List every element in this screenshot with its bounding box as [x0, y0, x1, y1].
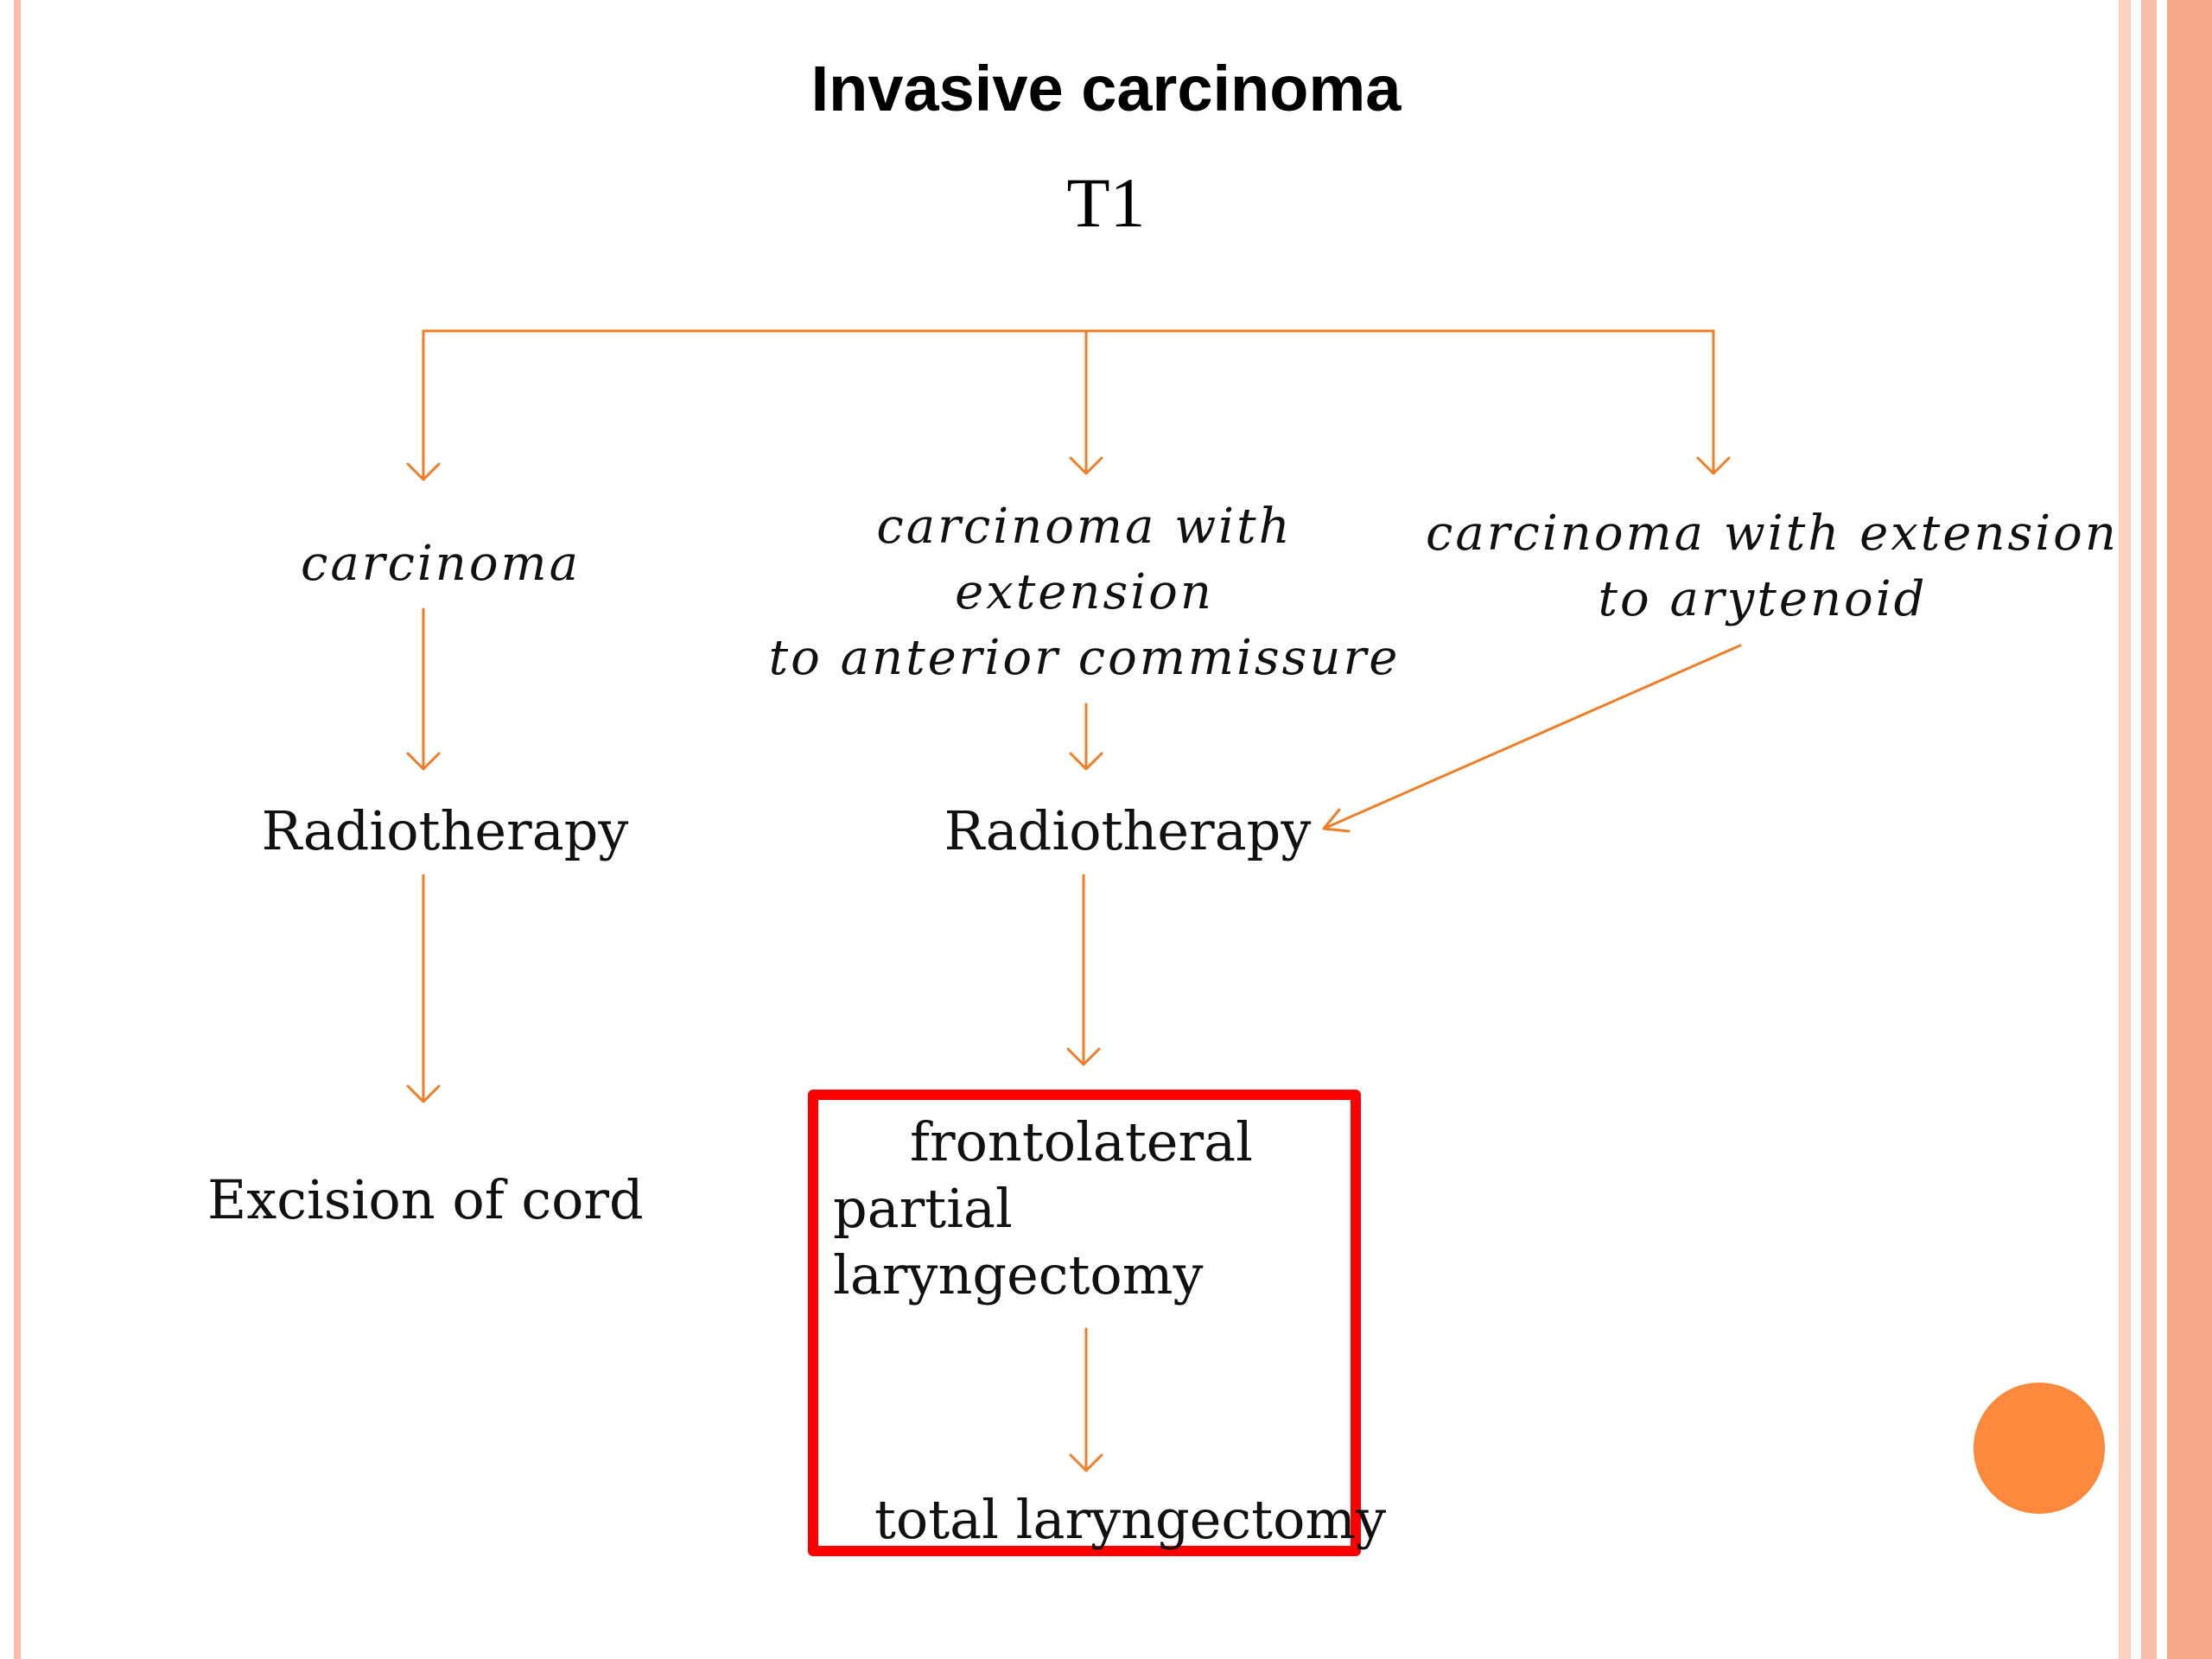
arrow-to-arytenoid	[1696, 329, 1731, 475]
arrow-to-anterior-commissure	[1069, 329, 1103, 475]
right-border-stripe-inner	[2167, 0, 2212, 1659]
slide-title: Invasive carcinoma	[810, 53, 1402, 124]
condition-anterior-commissure: carcinoma with extension to anterior com…	[760, 494, 1408, 691]
arrow-radiotherapy-to-excision	[406, 874, 441, 1103]
arrow-commissure-to-radiotherapy	[1069, 702, 1103, 771]
condition-arytenoid-line-2: to arytenoid	[1598, 571, 1928, 627]
outcome-laryngectomy: laryngectomy	[833, 1243, 1204, 1306]
arrow-arytenoid-to-radiotherapy	[1322, 644, 1742, 833]
arrow-radiotherapy-to-frontolateral	[1066, 874, 1101, 1066]
condition-anterior-commissure-line-1: carcinoma with	[876, 499, 1293, 555]
arrow-to-carcinoma	[406, 329, 441, 481]
surgery-highlight-box	[808, 1090, 1361, 1556]
condition-arytenoid: carcinoma with extension to arytenoid	[1426, 501, 2119, 632]
arrow-frontolateral-to-total	[1069, 1327, 1103, 1472]
condition-anterior-commissure-line-2: extension	[955, 564, 1214, 620]
outcome-excision-of-cord: Excision of cord	[207, 1168, 644, 1231]
right-border-stripe-outer	[2119, 0, 2131, 1659]
condition-arytenoid-line-1: carcinoma with extension	[1426, 505, 2119, 562]
condition-anterior-commissure-line-3: to anterior commissure	[768, 630, 1401, 686]
slide-subtitle: T1	[1066, 163, 1146, 242]
outcome-frontolateral: frontolateral	[910, 1110, 1253, 1173]
outcome-total-laryngectomy: total laryngectomy	[874, 1488, 1387, 1551]
left-border-stripe	[14, 0, 21, 1659]
treatment-radiotherapy-left: Radiotherapy	[261, 799, 629, 862]
arrow-carcinoma-to-radiotherapy	[406, 607, 441, 771]
right-border-stripe-mid	[2141, 0, 2157, 1659]
outcome-partial: partial	[833, 1177, 1013, 1240]
condition-carcinoma: carcinoma	[300, 536, 582, 592]
treatment-radiotherapy-middle: Radiotherapy	[944, 799, 1312, 862]
decorative-orange-dot	[1974, 1382, 2105, 1514]
